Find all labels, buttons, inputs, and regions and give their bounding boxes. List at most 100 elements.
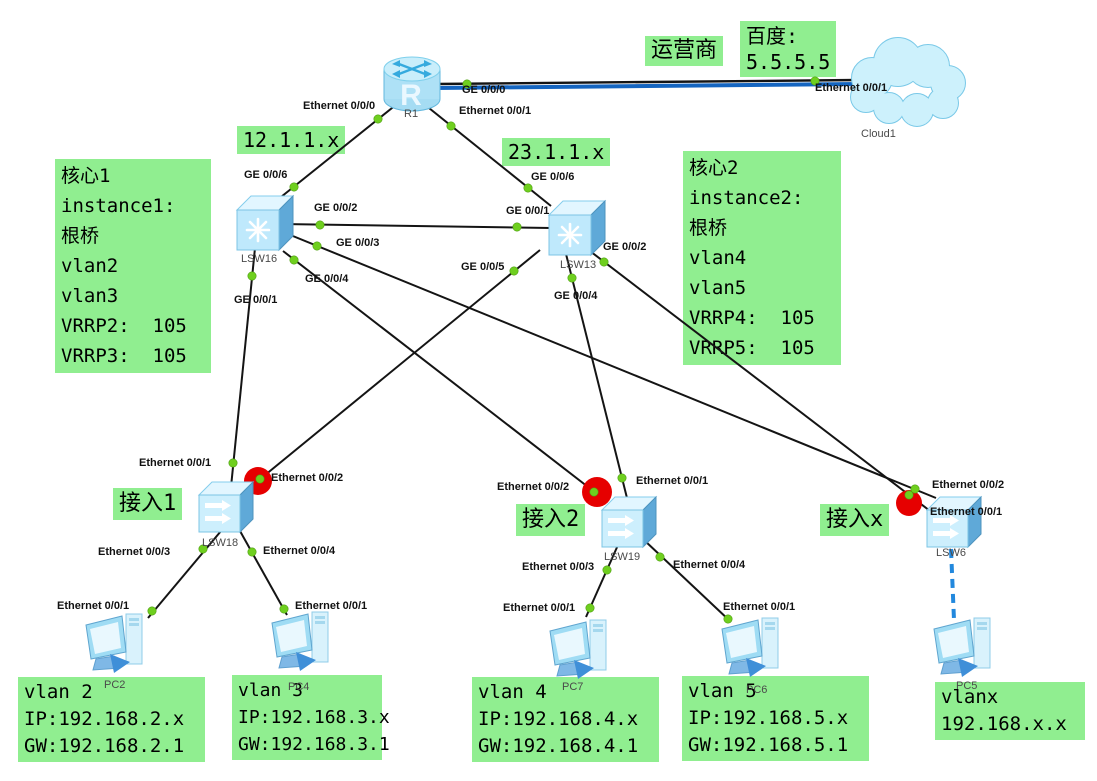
port-up-dot (289, 255, 299, 265)
port-label-r1-eth000: Ethernet 0/0/0 (303, 100, 376, 112)
link-lsw13-lsw19 (565, 253, 629, 503)
port-up-dot (512, 222, 522, 232)
port-up-dot (904, 490, 914, 500)
device-switch-lsw18[interactable] (198, 481, 254, 533)
port-up-dot (198, 544, 208, 554)
port-label-lsw18-eth004: Ethernet 0/0/4 (263, 545, 336, 557)
port-label-pc4-eth001: Ethernet 0/0/1 (295, 600, 368, 612)
annotation-core2: 核心2 instance2: 根桥 vlan4 vlan5 VRRP4: 105… (683, 151, 841, 365)
port-label-lsw13-ge001: GE 0/0/1 (506, 205, 550, 217)
port-up-dot (312, 241, 322, 251)
device-label-pc6: PC6 (746, 684, 768, 696)
link-r1-cloud1-blue (435, 82, 859, 90)
port-label-lsw18-eth003: Ethernet 0/0/3 (98, 546, 171, 558)
annotation-access2: 接入2 (516, 504, 586, 536)
port-up-dot (247, 271, 257, 281)
link-lsw18-pc4 (239, 530, 288, 616)
blocked-port-indicator (896, 490, 922, 516)
port-up-dot (279, 604, 289, 614)
device-label-cloud1: Cloud1 (861, 128, 896, 140)
port-label-cloud-eth001: Ethernet 0/0/1 (815, 82, 888, 94)
device-label-lsw18: LSW18 (202, 537, 239, 549)
port-up-dot (655, 552, 665, 562)
port-label-lsw19-eth003: Ethernet 0/0/3 (522, 561, 595, 573)
device-label-lsw19: LSW19 (604, 551, 641, 563)
port-up-dot (228, 458, 238, 468)
port-up-dot (315, 220, 325, 230)
device-switch-lsw13[interactable] (547, 199, 607, 257)
annotation-carrier: 运营商 (645, 36, 724, 66)
port-up-dot (589, 487, 599, 497)
annotation-vlan5: vlan 5 IP:192.168.5.x GW:192.168.5.1 (682, 676, 869, 761)
annotation-net-12: 12.1.1.x (237, 126, 346, 154)
device-switch-lsw6[interactable] (926, 496, 982, 548)
link-lsw13-lsw18 (258, 249, 541, 481)
port-label-lsw16-ge002: GE 0/0/2 (314, 202, 358, 214)
port-label-lsw19-eth004: Ethernet 0/0/4 (673, 559, 746, 571)
device-pc7[interactable] (549, 619, 607, 680)
link-lsw16-lsw18 (230, 247, 256, 488)
port-up-dot (462, 79, 472, 89)
device-label-r1: R1 (404, 108, 419, 120)
port-label-lsw13-ge006: GE 0/0/6 (531, 171, 575, 183)
port-label-pc6-eth001: Ethernet 0/0/1 (723, 601, 796, 613)
link-lsw19-pc6 (643, 539, 732, 623)
device-label-lsw13: LSW13 (560, 259, 597, 271)
link-lines (147, 78, 956, 623)
port-label-r1-ge000: GE 0/0/0 (462, 84, 506, 96)
port-label-lsw18-eth002: Ethernet 0/0/2 (271, 472, 344, 484)
device-label-pc5: PC5 (956, 680, 978, 692)
port-label-lsw18-eth001: Ethernet 0/0/1 (139, 457, 212, 469)
link-lsw16-lsw19 (282, 250, 602, 498)
port-up-dot (602, 565, 612, 575)
port-label-lsw16-ge004: GE 0/0/4 (305, 273, 349, 285)
annotation-vlanx: vlanx 192.168.x.x (935, 682, 1085, 740)
link-lsw16-lsw6 (282, 231, 937, 499)
annotation-access1: 接入1 (113, 488, 183, 520)
link-lsw18-pc2 (147, 530, 222, 619)
port-label-lsw16-ge006: GE 0/0/6 (244, 169, 288, 181)
port-up-dot (567, 273, 577, 283)
port-up-dot (247, 547, 257, 557)
link-lsw16-lsw13 (280, 223, 552, 229)
port-up-dot (585, 603, 595, 613)
device-label-lsw6: LSW6 (936, 547, 966, 559)
cloud-icon[interactable] (850, 37, 966, 127)
port-up-dot (723, 614, 733, 624)
annotation-core1: 核心1 instance1: 根桥 vlan2 vlan3 VRRP2: 105… (55, 159, 211, 373)
device-label-lsw16: LSW16 (241, 253, 278, 265)
device-pc2[interactable] (85, 613, 143, 674)
port-label-lsw19-eth001: Ethernet 0/0/1 (636, 475, 709, 487)
port-up-dot (910, 484, 920, 494)
annotation-vlan4: vlan 4 IP:192.168.4.x GW:192.168.4.1 (472, 677, 659, 762)
port-label-lsw19-eth002: Ethernet 0/0/2 (497, 481, 570, 493)
port-up-dot (509, 266, 519, 276)
device-pc5[interactable] (933, 617, 991, 678)
link-lsw6-pc5-dashed (949, 548, 956, 621)
annotation-vlan2: vlan 2 IP:192.168.2.x GW:192.168.2.1 (18, 677, 205, 762)
port-label-pc2-eth001: Ethernet 0/0/1 (57, 600, 130, 612)
blocked-ports (244, 467, 922, 516)
port-up-dot (255, 474, 265, 484)
port-up-dot (617, 473, 627, 483)
port-label-pc7-eth001: Ethernet 0/0/1 (503, 602, 576, 614)
link-r1-cloud1-top (435, 78, 859, 86)
device-pc6[interactable] (721, 617, 779, 678)
device-label-pc2: PC2 (104, 679, 126, 691)
device-pc4[interactable] (271, 611, 329, 672)
port-label-lsw13-ge002: GE 0/0/2 (603, 241, 647, 253)
device-switch-lsw16[interactable] (235, 194, 295, 252)
device-switch-lsw19[interactable] (601, 496, 657, 548)
annotation-baidu: 百度: 5.5.5.5 (740, 21, 837, 77)
link-lsw13-lsw6 (585, 247, 935, 515)
annotation-net-23: 23.1.1.x (502, 138, 611, 166)
port-up-dot (523, 183, 533, 193)
device-label-pc7: PC7 (562, 681, 584, 693)
port-up-dot (446, 121, 456, 131)
port-status-dots (147, 76, 920, 624)
port-up-dot (599, 257, 609, 267)
port-label-lsw13-ge005: GE 0/0/5 (461, 261, 505, 273)
router-icon-letter: R (400, 79, 422, 112)
